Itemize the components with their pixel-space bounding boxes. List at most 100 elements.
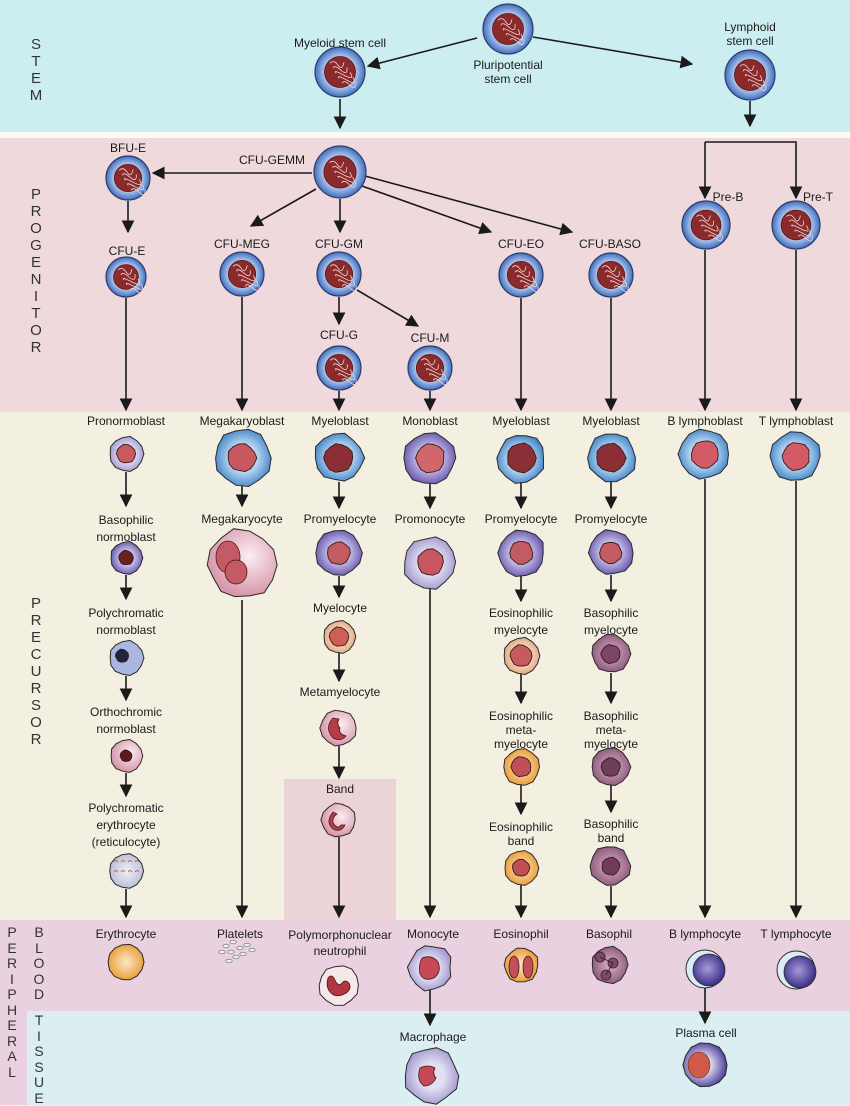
basophilic-band-cell [589,846,632,886]
promyelocyte-cell-eosinophilic [497,529,544,578]
nucleus [113,163,143,193]
stem-section [0,0,850,132]
megakaryocyte-cell [206,528,278,598]
nucleus [327,541,351,565]
nucleus [119,749,133,762]
basophilic-myelocyte-cell [591,633,632,673]
label-myeloblast-eosinophilic: Myeloblast [492,414,550,428]
label-promyelocyte-neutrophilic: Promyelocyte [303,512,377,526]
pre-b-cell [681,200,731,250]
arrow-gemm-to-baso [364,175,574,236]
reticulocyte-cell [109,853,145,889]
nucleus [118,549,134,566]
label-t-lymphocyte: T lymphocyte [760,927,832,941]
pluripotential-stem-cell [482,3,534,55]
label-cfu-m: CFU-M [410,331,450,345]
label-myeloblast-basophilic: Myeloblast [582,414,640,428]
bfu-e-cell [105,155,151,201]
basophil-cell [591,945,629,985]
label-pre-b: Pre-B [712,190,744,204]
nucleus [415,353,445,383]
label-basophilic-band: Basophilic band [583,817,639,845]
nucleus [114,648,130,663]
megakaryoblast-cell [215,428,272,488]
label-monoblast: Monoblast [402,414,458,428]
nucleus [323,155,357,189]
polychromatic-normoblast-cell [109,639,145,677]
arrow-gemm-to-meg [249,188,317,227]
nucleus [116,443,137,464]
cfu-e-cell [105,256,147,298]
cfu-meg-cell [219,251,265,297]
label-cfu-meg: CFU-MEG [214,237,270,251]
label-pronormoblast: Pronormoblast [86,414,166,428]
label-polychromatic-normoblast: Polychromatic normoblast [88,606,164,637]
section-divider [0,132,850,138]
nucleus [600,757,621,777]
myeloblast-cell-neutrophilic [314,432,366,482]
label-pre-t: Pre-T [803,190,833,204]
nucleus [328,626,350,647]
nucleus [600,644,621,664]
nucleus [596,260,626,290]
label-cfu-eo: CFU-EO [498,237,544,251]
macrophage-cell [404,1047,460,1105]
neutrophil-band-highlight [284,779,396,920]
label-t-lymphoblast: T lymphoblast [758,414,834,428]
nucleus [324,56,356,88]
label-myeloblast-neutrophilic: Myeloblast [311,414,369,428]
nucleus [113,264,139,290]
eosinophilic-metamyelocyte-cell [503,748,541,786]
label-basophilic-metamyelocyte: Basophilic meta- myelocyte [583,709,639,751]
promonocyte-cell [404,536,457,590]
label-cfu-gm: CFU-GM [315,237,363,251]
label-macrophage: Macrophage [399,1030,467,1044]
promyelocyte-cell-basophilic [587,529,634,575]
label-eosinophilic-metamyelocyte: Eosinophilic meta- myelocyte [488,709,554,751]
arrows-layer [119,36,803,1027]
label-platelets: Platelets [216,927,264,941]
metamyelocyte-cell [319,709,357,747]
eosinophil-cell [503,947,539,983]
arrow-pluri-to-lymphoid [532,36,694,69]
nucleus [734,59,766,91]
nucleus [324,353,354,383]
pmn-neutrophil-cell [318,965,359,1006]
basophilic-normoblast-cell [110,540,144,575]
label-b-lymphoblast: B lymphoblast [667,414,743,428]
nucleus [417,548,444,576]
nucleus [323,443,354,473]
basophilic-metamyelocyte-cell [591,747,632,787]
eosinophilic-myelocyte-cell [503,636,541,676]
orthochromic-normoblast-cell [110,738,144,773]
pre-t-cell [771,200,821,250]
label-plasma-cell: Plasma cell [675,1026,737,1040]
arrow-pluri-to-myeloid [366,37,478,70]
label-bfu-e: BFU-E [110,141,146,155]
myeloblast-cell-eosinophilic [496,435,545,484]
label-megakaryocyte: Megakaryocyte [201,512,283,526]
arrow-gm-to-m [356,289,420,327]
label-b-lymphocyte: B lymphocyte [668,927,742,941]
label-cfu-g: CFU-G [320,328,358,342]
nucleus [599,541,623,565]
nucleus [227,259,257,289]
nucleus [601,856,621,876]
label-myelocyte: Myelocyte [312,601,368,615]
eosinophilic-band-cell [504,850,540,886]
label-orthochromic-normoblast: Orthochromic normoblast [89,705,163,736]
nucleus [512,858,531,877]
nucleus [227,443,258,472]
t-lymphoblast-cell [769,431,821,481]
nucleus [492,13,524,45]
label-reticulocyte: Polychromatic erythrocyte (reticulocyte) [88,801,164,849]
label-pluripotential-stem-cell: Pluripotential stem cell [473,58,543,86]
lymphoid-stem-cell [724,49,776,101]
myelocyte-cell [323,619,357,654]
